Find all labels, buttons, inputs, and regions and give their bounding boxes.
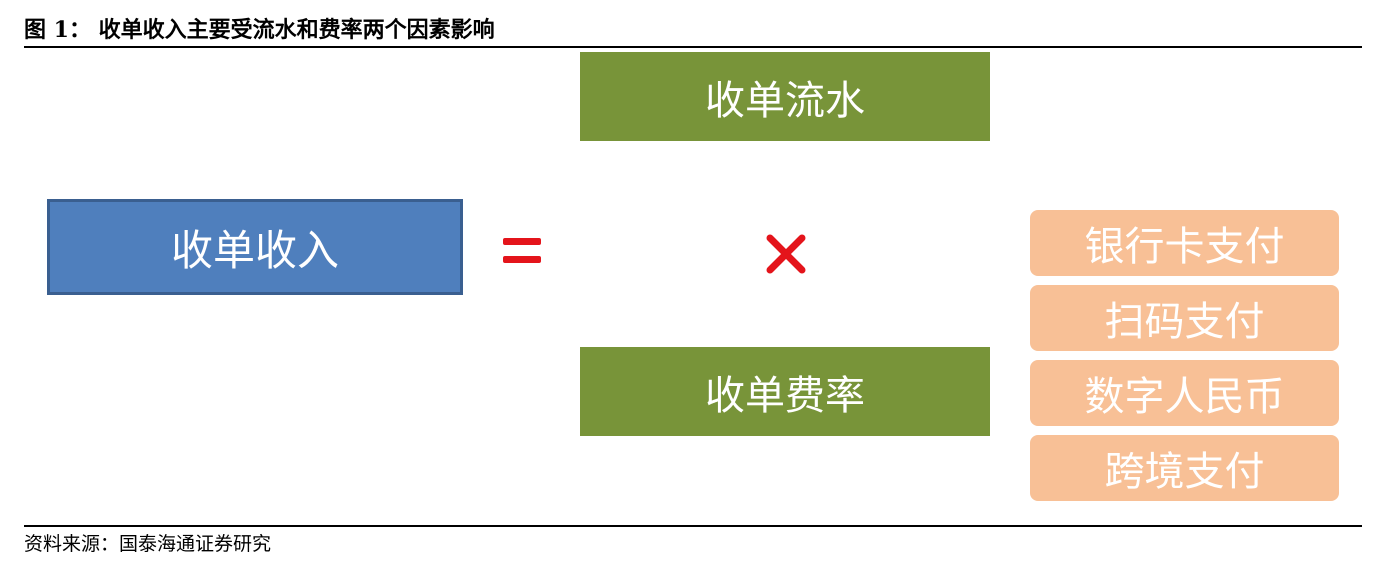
payment-type-qr-code: 扫码支付: [1030, 285, 1339, 351]
figure-title: 图 1： 收单收入主要受流水和费率两个因素影响: [24, 17, 495, 43]
source-note: 资料来源：国泰海通证券研究: [24, 533, 272, 555]
acquiring-flow-box: 收单流水: [580, 52, 990, 141]
payment-type-bank-card: 银行卡支付: [1030, 210, 1339, 276]
acquiring-revenue-box: 收单收入: [47, 199, 463, 295]
acquiring-fee-rate-box: 收单费率: [580, 347, 990, 436]
multiply-icon: [766, 234, 806, 274]
bottom-divider: [24, 525, 1362, 527]
payment-type-digital-rmb: 数字人民币: [1030, 360, 1339, 426]
payment-type-cross-border: 跨境支付: [1030, 435, 1339, 501]
equals-icon: [503, 236, 541, 266]
top-divider: [24, 46, 1362, 48]
